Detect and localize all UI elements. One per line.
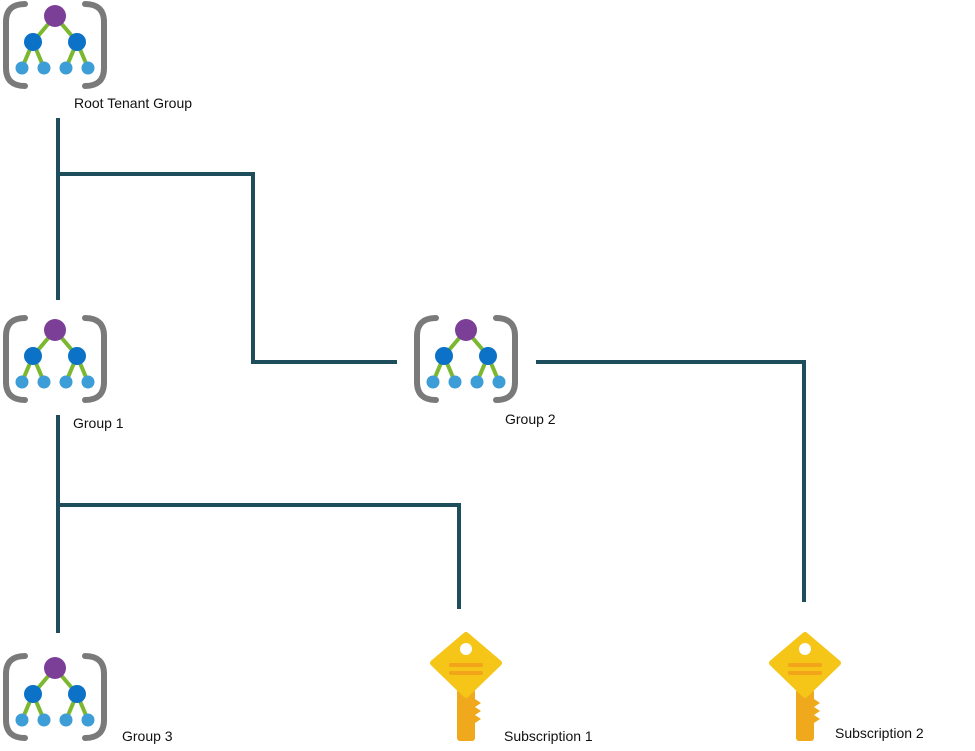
management-group-icon	[6, 656, 104, 738]
subscription-key-icon	[772, 635, 838, 741]
edge-group-1-to-subscription-1	[58, 503, 461, 609]
connectors	[56, 118, 806, 633]
management-group-icon	[6, 318, 104, 400]
management-group-icon	[417, 318, 515, 400]
node-label: Group 3	[122, 728, 173, 744]
node-label: Group 1	[73, 415, 124, 431]
node-label: Subscription 2	[835, 725, 924, 741]
subscription-key-icon	[433, 635, 499, 741]
node-label: Group 2	[505, 411, 556, 427]
node-label: Root Tenant Group	[74, 95, 192, 111]
node-group-2[interactable]: Group 2	[417, 318, 556, 427]
edge-root-to-group-2	[58, 172, 397, 364]
node-group-1[interactable]: Group 1	[6, 318, 124, 431]
edge-group-2-to-subscription-2	[536, 360, 806, 602]
node-subscription-1[interactable]: Subscription 1	[433, 635, 593, 744]
management-group-icon	[6, 4, 104, 86]
node-root-tenant-group[interactable]: Root Tenant Group	[6, 4, 192, 111]
node-label: Subscription 1	[504, 728, 593, 744]
node-group-3[interactable]: Group 3	[6, 656, 173, 744]
node-subscription-2[interactable]: Subscription 2	[772, 635, 924, 741]
